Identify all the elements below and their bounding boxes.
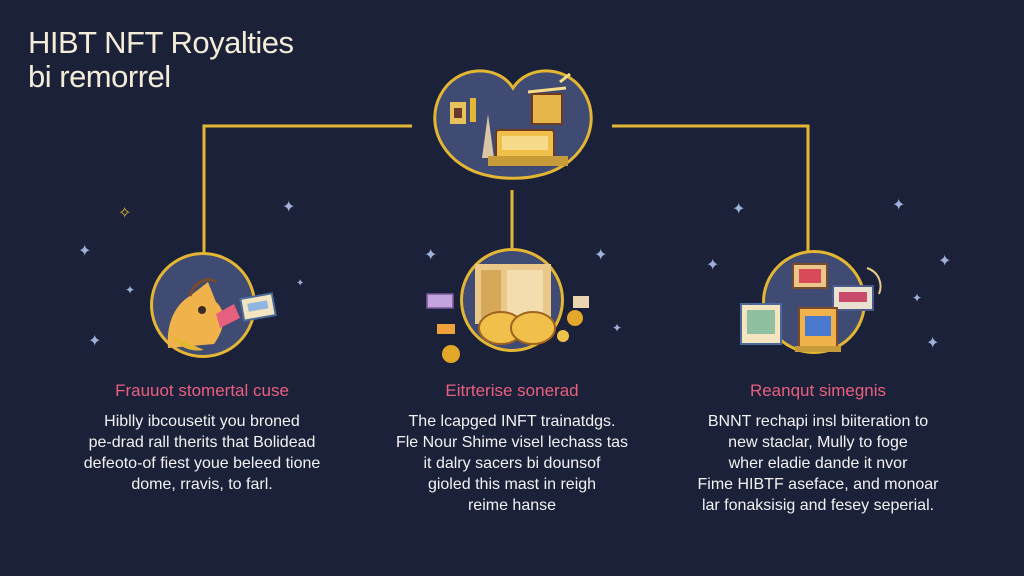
step-2-description: The lcapged INFT trainatdgs. Fle Nour Sh…: [362, 411, 662, 516]
step-2-line-2: Fle Nour Shime visel lechass tas: [395, 434, 629, 451]
sparkle-icon: ✦: [424, 247, 438, 264]
step-1-line-2: pe-drad rall therits that Bolidead: [88, 434, 316, 451]
sparkle-icon: ✦: [938, 253, 952, 270]
title-line-1: HIBT NFT Royalties: [28, 25, 294, 60]
sparkle-icon: ✦: [282, 199, 296, 216]
step-2-circle: [426, 248, 589, 363]
sparkle-icon: ✦: [594, 247, 608, 264]
creator-avatar-icon: [167, 278, 277, 351]
sparkle-icon: ✦: [296, 278, 305, 289]
step-2-line-3: it dalry sacers bi dounsof: [423, 455, 601, 472]
step-1-description: Hiblly ibcousetit you broned pe-drad ral…: [52, 411, 352, 495]
sparkle-icon: ✦: [926, 335, 940, 352]
step-3-line-1: BNNT rechapi insl biiteration to: [707, 413, 929, 430]
step-1-caption: Frauuot stomertal cuse: [115, 381, 289, 400]
step-2-line-4: gioled this mast in reigh: [427, 476, 597, 493]
step-1-line-3: defeoto-of fiest youe beleed tione: [83, 455, 321, 472]
sparkle-icon: ✦: [125, 283, 136, 297]
page-title: HIBT NFT Royalties bi remorrel: [28, 25, 294, 94]
step-3-line-2: new staclar, Mully to foge: [728, 434, 908, 451]
step-3-line-4: Fime HIBTF aseface, and monoar: [697, 476, 939, 493]
step-3-line-3: wher eladie dande it nvor: [728, 455, 908, 472]
connector-right: [612, 124, 810, 256]
step-1-circle: [150, 252, 277, 358]
sparkle-icon: ✦: [892, 197, 906, 214]
step-2-line-1: The lcapged INFT trainatdgs.: [408, 413, 616, 430]
nft-marketplace-icon: [433, 69, 593, 180]
step-1-line-4: dome, rravis, to farl.: [131, 476, 273, 493]
sparkle-icon: ✦: [612, 321, 623, 335]
sparkle-icon: ✦: [912, 291, 923, 305]
step-1-line-1: Hiblly ibcousetit you broned: [104, 413, 300, 430]
title-line-2: bi remorrel: [28, 59, 171, 94]
step-3-caption: Reanqut simegnis: [749, 381, 887, 400]
step-2-caption: Eitrterise sonerad: [445, 381, 579, 400]
sparkle-icon: ✦: [88, 333, 102, 350]
devices-icon: [740, 263, 882, 352]
step-3-line-5: lar fonaksisig and fesey seperial.: [701, 497, 935, 514]
connector-left: [202, 124, 412, 258]
sparkle-icon: ✦: [78, 243, 92, 260]
step-2-line-5: reime hanse: [467, 497, 557, 514]
coin-vault-icon: [426, 264, 589, 363]
step-3-description: BNNT rechapi insl biiteration to new sta…: [668, 411, 968, 516]
sparkle-icon: ✦: [732, 201, 746, 218]
sparkle-icon: ✦: [706, 257, 720, 274]
sparkle-icon: ✧: [118, 205, 132, 222]
step-3-circle: [740, 250, 882, 354]
